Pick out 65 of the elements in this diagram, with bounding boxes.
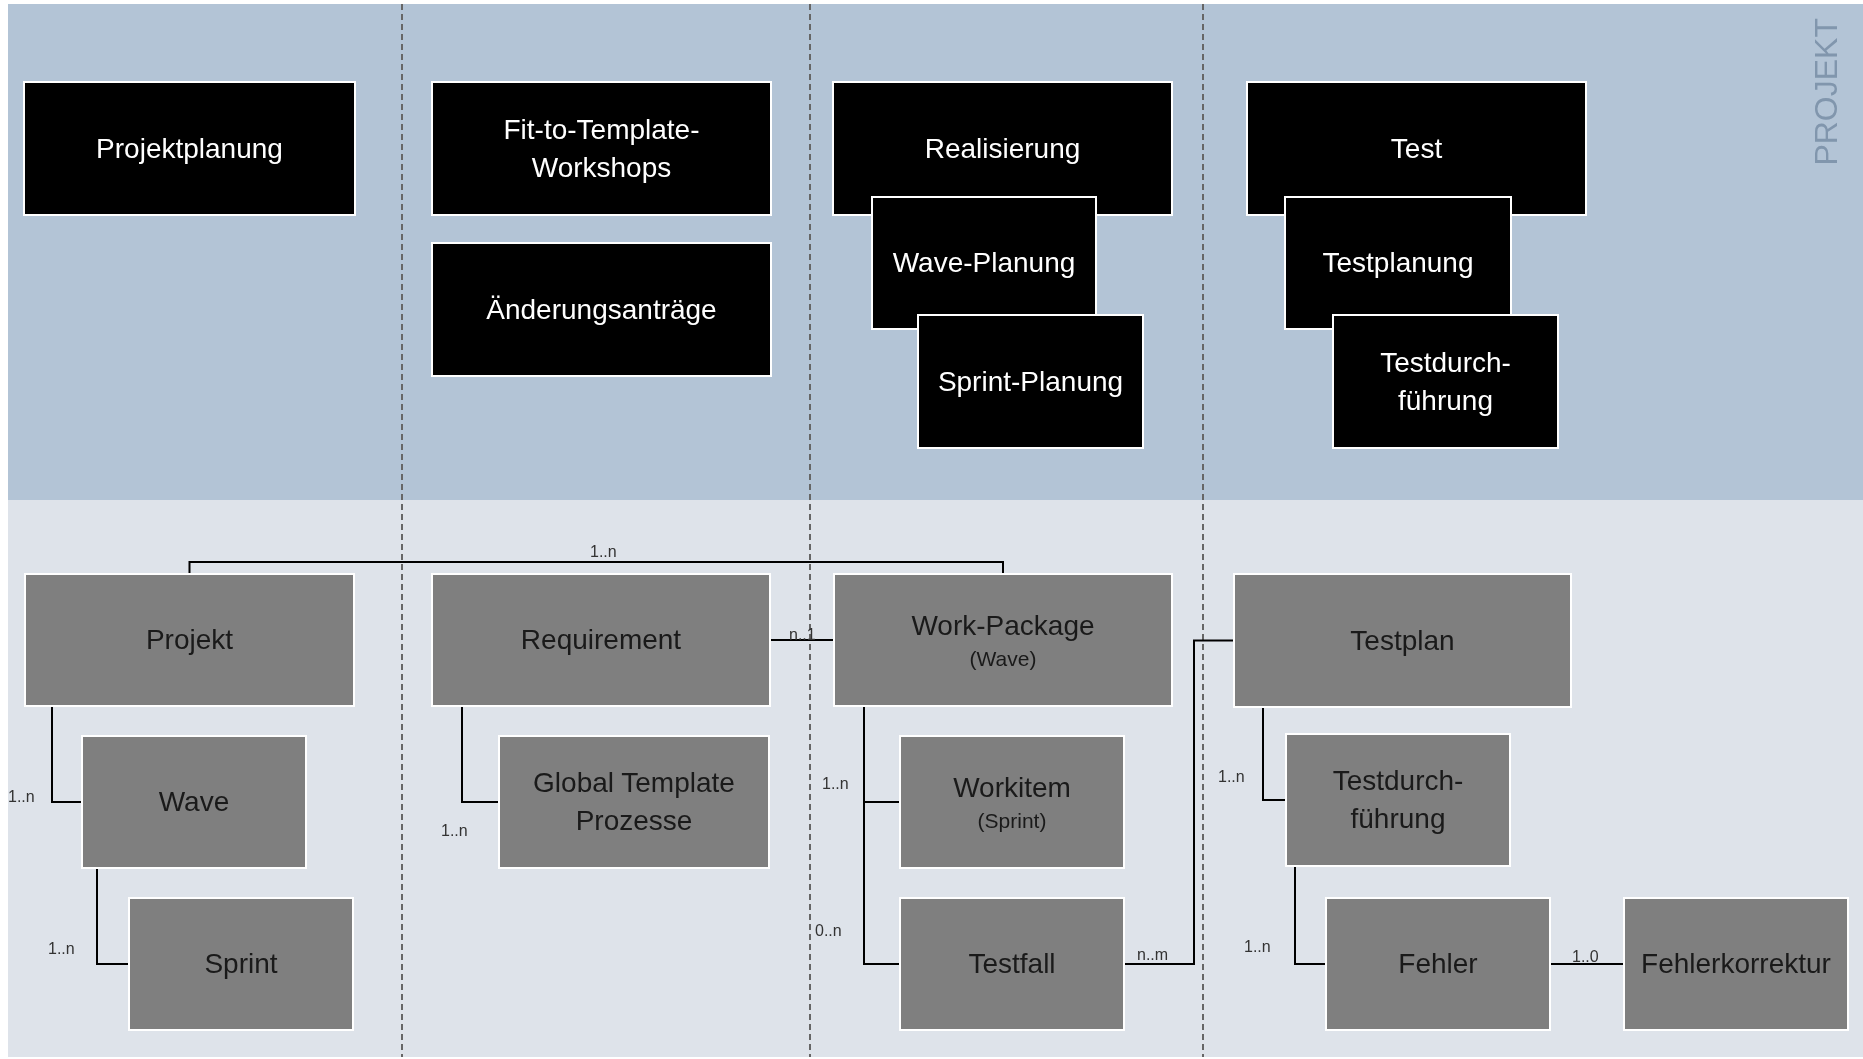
process-box [899,735,1125,869]
box-title: Projektplanung [96,131,283,166]
edge-label: 1..n [590,543,617,561]
process-box [1332,314,1559,449]
edge-label: 1..n [48,940,75,958]
edge-label: 1..n [8,788,35,806]
box-title: Work-Package [911,609,1095,643]
box-title: Testplan [1350,623,1455,658]
process-box [128,897,354,1031]
process-box [81,735,307,869]
process-box [1623,897,1849,1031]
box-subtitle: (Wave) [969,646,1037,672]
box-title: Fehlerkorrektur [1641,947,1831,981]
edge-label: 1..0 [1572,948,1599,966]
box-title: Sprint [204,947,278,981]
edge-label: 1..n [1244,938,1271,956]
box-title: Wave [158,785,230,819]
edge-label: 1..n [1218,768,1245,786]
process-box [1285,733,1511,867]
process-box [871,196,1097,330]
box-title: Testdurch- führung [1331,764,1465,836]
connector-line [1262,707,1286,801]
edge-label: n..m [1137,946,1169,964]
connector-line [96,868,129,965]
connector-line [1294,866,1326,965]
box-title: Fit-to-Template- Workshops [502,112,701,185]
process-box [498,735,770,869]
edge-label: 1..n [441,822,468,840]
box-title: Test [1390,131,1443,166]
box-title: Projekt [145,623,234,657]
box-title: Testdurch- führung [1379,345,1512,418]
process-box [899,897,1125,1031]
process-box [832,81,1173,216]
process-box [917,314,1144,449]
edge-label: n..1 [789,626,816,644]
connector-line [51,706,82,803]
connector-line [1124,639,1234,965]
box-subtitle: (Sprint) [977,808,1047,834]
box-title: Wave-Planung [892,246,1076,280]
connector-line [1550,963,1624,965]
process-box [1233,573,1572,708]
process-box [1246,81,1587,216]
process-box [23,81,356,216]
box-title: Global Template Prozesse [532,766,736,838]
box-title: Sprint-Planung [937,364,1124,399]
process-box [1325,897,1551,1031]
box-title: Testplanung [1322,246,1474,280]
box-title: Realisierung [924,131,1081,166]
connector-line [188,561,1004,574]
box-title: Testfall [968,947,1056,981]
process-box [1284,196,1512,330]
connector-line [863,706,900,965]
process-box [24,573,355,707]
process-box [431,81,772,216]
process-box [431,242,772,377]
box-title: Requirement [520,623,682,657]
process-box [833,573,1173,707]
edge-label: 1..n [822,775,849,793]
connector-line [461,706,499,803]
process-box [431,573,771,707]
edge-label: 0..n [815,922,842,940]
box-title: Workitem [953,771,1071,805]
box-title: Änderungsanträge [486,292,717,327]
box-title: Fehler [1398,947,1478,981]
connector-line [770,639,834,641]
